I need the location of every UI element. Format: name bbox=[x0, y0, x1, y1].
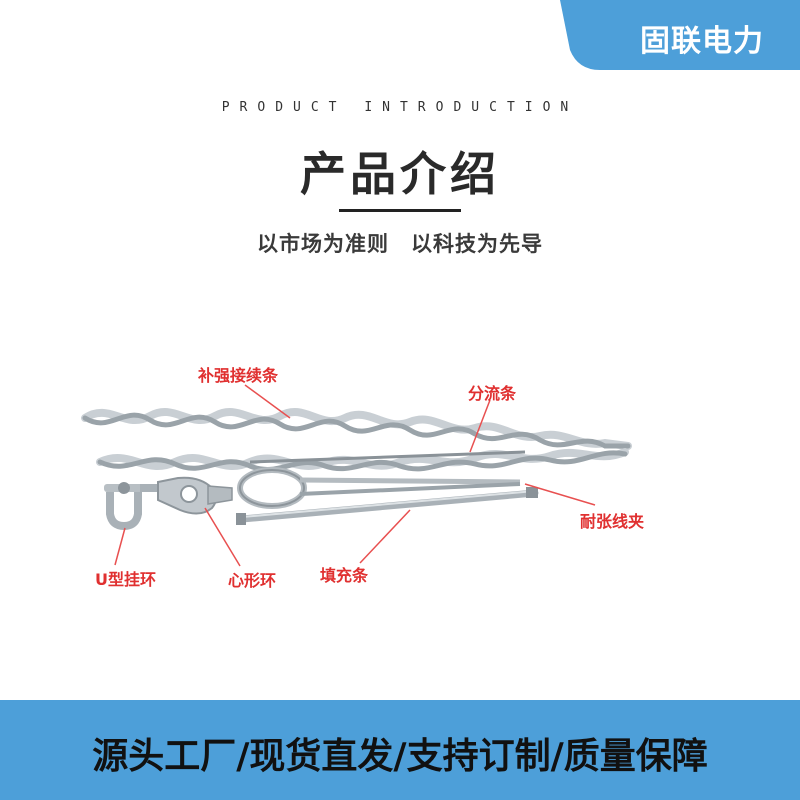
product-illustration bbox=[81, 384, 632, 567]
u-clevis bbox=[104, 482, 160, 531]
footer-banner-text: 源头工厂/现货直发/支持订制/质量保障 bbox=[92, 736, 708, 777]
label-tension-clamp: 耐张线夹 bbox=[580, 512, 645, 531]
subtitle-english: PRODUCT INTRODUCTION bbox=[221, 100, 579, 115]
label-shunt-rod: 分流条 bbox=[468, 384, 517, 403]
slogan-left: 以市场为准则 bbox=[257, 232, 389, 256]
title-underline bbox=[339, 209, 461, 212]
brand-banner-shape bbox=[560, 0, 800, 70]
reinforcing-splice-rod bbox=[81, 407, 632, 450]
leader-filler-rod bbox=[359, 509, 411, 564]
leader-u-clevis bbox=[114, 527, 126, 566]
filler-rod bbox=[236, 487, 539, 525]
brand-name: 固联电力 bbox=[640, 24, 764, 59]
page-title: 产品介绍 bbox=[300, 147, 500, 201]
leader-reinforcing-splice bbox=[244, 384, 291, 419]
thimble bbox=[157, 476, 233, 515]
label-thimble: 心形环 bbox=[228, 571, 277, 590]
leader-shunt-rod bbox=[469, 399, 491, 453]
label-u-clevis: U型挂环 bbox=[95, 570, 156, 589]
brand-banner: 固联电力 bbox=[560, 0, 800, 70]
footer-banner bbox=[0, 700, 800, 800]
leader-thimble bbox=[204, 507, 241, 567]
label-filler-rod: 填充条 bbox=[320, 566, 369, 585]
leader-tension-clamp bbox=[524, 483, 596, 506]
shunt-rod bbox=[96, 448, 629, 472]
tension-clamp bbox=[237, 467, 521, 509]
leader-lines bbox=[114, 384, 596, 567]
label-reinforcing-splice: 补强接续条 bbox=[198, 366, 279, 385]
slogan: 以市场为准则以科技为先导 bbox=[0, 228, 800, 258]
slogan-right: 以科技为先导 bbox=[411, 232, 543, 256]
